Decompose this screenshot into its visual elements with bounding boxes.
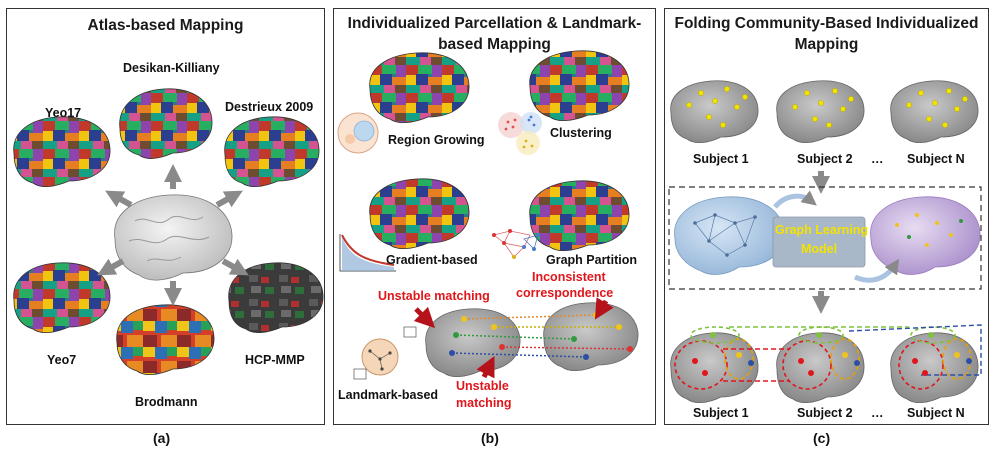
subject2-brain-top — [776, 80, 865, 143]
correspondence-lines — [451, 314, 631, 358]
arrow-to-yeo17 — [105, 190, 133, 208]
annotation-unstable-bottom-1: Unstable — [456, 379, 509, 393]
arrow-unstable-top — [413, 306, 436, 329]
subjectN-brain-bottom — [890, 332, 979, 403]
label-yeo7: Yeo7 — [47, 353, 77, 367]
caption-c: (c) — [813, 430, 831, 446]
label-clustering: Clustering — [550, 126, 612, 140]
ellipsis-top: … — [871, 152, 884, 166]
parcellation-diagram — [337, 50, 639, 380]
landmark-brain-right — [543, 302, 639, 371]
region-growing-icon — [337, 112, 379, 154]
brain-purple-network — [870, 196, 981, 275]
panel-atlas-mapping: Atlas-based Mapping Desikan-Killiany Yeo… — [6, 8, 325, 425]
label-graph-partition: Graph Partition — [546, 253, 637, 267]
label-yeo17: Yeo17 — [45, 106, 82, 120]
brain-average-template — [114, 194, 233, 281]
brain-blue-network — [674, 196, 785, 275]
panel-a-title: Atlas-based Mapping — [87, 17, 244, 34]
panel-c-title-line1: Folding Community-Based Individualized — [674, 15, 979, 32]
label-subjectN-top: Subject N — [907, 152, 965, 166]
subjectN-brain-top — [890, 80, 979, 143]
label-subject1-bottom: Subject 1 — [693, 406, 749, 420]
community-dots — [692, 332, 972, 376]
curved-arrow-top — [773, 190, 817, 209]
annotation-unstable-top: Unstable matching — [378, 289, 490, 303]
brain-destrieux — [224, 116, 320, 187]
brain-desikan — [119, 88, 213, 159]
caption-a: (a) — [153, 430, 171, 446]
arrow-inconsistent — [594, 297, 614, 320]
arrow-unstable-bottom — [476, 356, 495, 379]
annotation-unstable-bottom-2: matching — [456, 396, 512, 410]
brain-region-growing — [369, 52, 470, 123]
label-desikan-killiany: Desikan-Killiany — [123, 61, 220, 75]
brain-brodmann — [116, 304, 215, 375]
label-subject2-top: Subject 2 — [797, 152, 853, 166]
graph-learning-model-box — [772, 216, 866, 268]
annotation-correspondence: correspondence — [516, 286, 614, 300]
gradient-icon — [339, 234, 396, 272]
arrow-to-yeo7 — [97, 258, 125, 276]
subject2-brain-bottom — [776, 332, 865, 403]
panel-individualized-parcellation: Individualized Parcellation & Landmark- … — [333, 8, 656, 425]
brain-yeo17 — [13, 116, 111, 187]
folding-community-diagram — [668, 80, 982, 403]
subject1-brain-top — [670, 80, 759, 143]
brain-hcp-mmp — [228, 262, 324, 333]
graph-learning-box — [668, 186, 982, 290]
arrow-to-destrieux — [215, 190, 243, 208]
label-gradient-based: Gradient-based — [386, 253, 478, 267]
panel-folding-community: Folding Community-Based Individualized M… — [664, 8, 989, 425]
brain-graph-partition — [529, 180, 630, 251]
graph-partition-icon — [492, 229, 540, 259]
label-subjectN-bottom: Subject N — [907, 406, 965, 420]
brain-yeo7 — [13, 262, 111, 333]
arrow-to-hcp — [221, 258, 249, 276]
brain-clustering — [529, 50, 630, 121]
landmark-dots-top — [686, 86, 968, 128]
brain-gradient — [369, 178, 470, 249]
label-subject1-top: Subject 1 — [693, 152, 749, 166]
label-destrieux: Destrieux 2009 — [225, 100, 314, 114]
label-graph-learning: Graph Learning — [775, 223, 869, 237]
label-landmark-based: Landmark-based — [338, 388, 439, 402]
ellipsis-bottom: … — [871, 406, 884, 420]
caption-b: (b) — [481, 430, 499, 446]
label-region-growing: Region Growing — [388, 133, 485, 147]
landmark-icon — [353, 326, 417, 380]
panel-b-title-line2: based Mapping — [438, 36, 551, 53]
annotation-inconsistent: Inconsistent — [532, 270, 606, 284]
curved-arrow-bottom — [853, 258, 900, 283]
panel-c-title-line2: Mapping — [794, 36, 859, 53]
panel-b-title-line1: Individualized Parcellation & Landmark- — [347, 15, 642, 32]
label-brodmann: Brodmann — [135, 395, 198, 409]
clustering-icon — [498, 112, 542, 155]
label-subject2-bottom: Subject 2 — [797, 406, 853, 420]
atlas-brains-diagram — [13, 88, 324, 375]
community-links — [723, 324, 982, 382]
subject1-brain-bottom — [670, 332, 759, 403]
label-hcp-mmp: HCP-MMP — [245, 353, 305, 367]
label-model: Model — [800, 242, 838, 256]
